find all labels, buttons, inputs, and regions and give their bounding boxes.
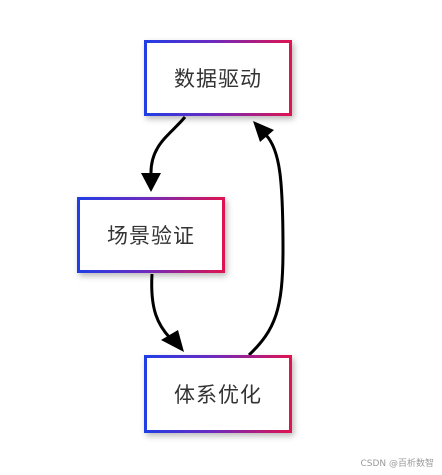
- node-label-top: 数据驱动: [174, 67, 262, 91]
- arrowhead-middle-to-bottom: [161, 330, 184, 352]
- node-data-driven: 数据驱动: [144, 40, 292, 116]
- edge-middle-to-bottom: [150, 273, 172, 340]
- node-label-bottom: 体系优化: [174, 383, 262, 407]
- edge-top-to-middle: [149, 116, 187, 176]
- node-system-optimization: 体系优化: [144, 355, 292, 433]
- node-label-middle: 场景验证: [107, 224, 195, 248]
- arrowhead-top-to-middle: [141, 173, 161, 192]
- edge-bottom-to-top: [247, 133, 285, 357]
- node-scenario-validation: 场景验证: [77, 197, 225, 273]
- arrowhead-bottom-to-top: [253, 121, 274, 142]
- watermark-text: CSDN @百析数智: [360, 459, 434, 469]
